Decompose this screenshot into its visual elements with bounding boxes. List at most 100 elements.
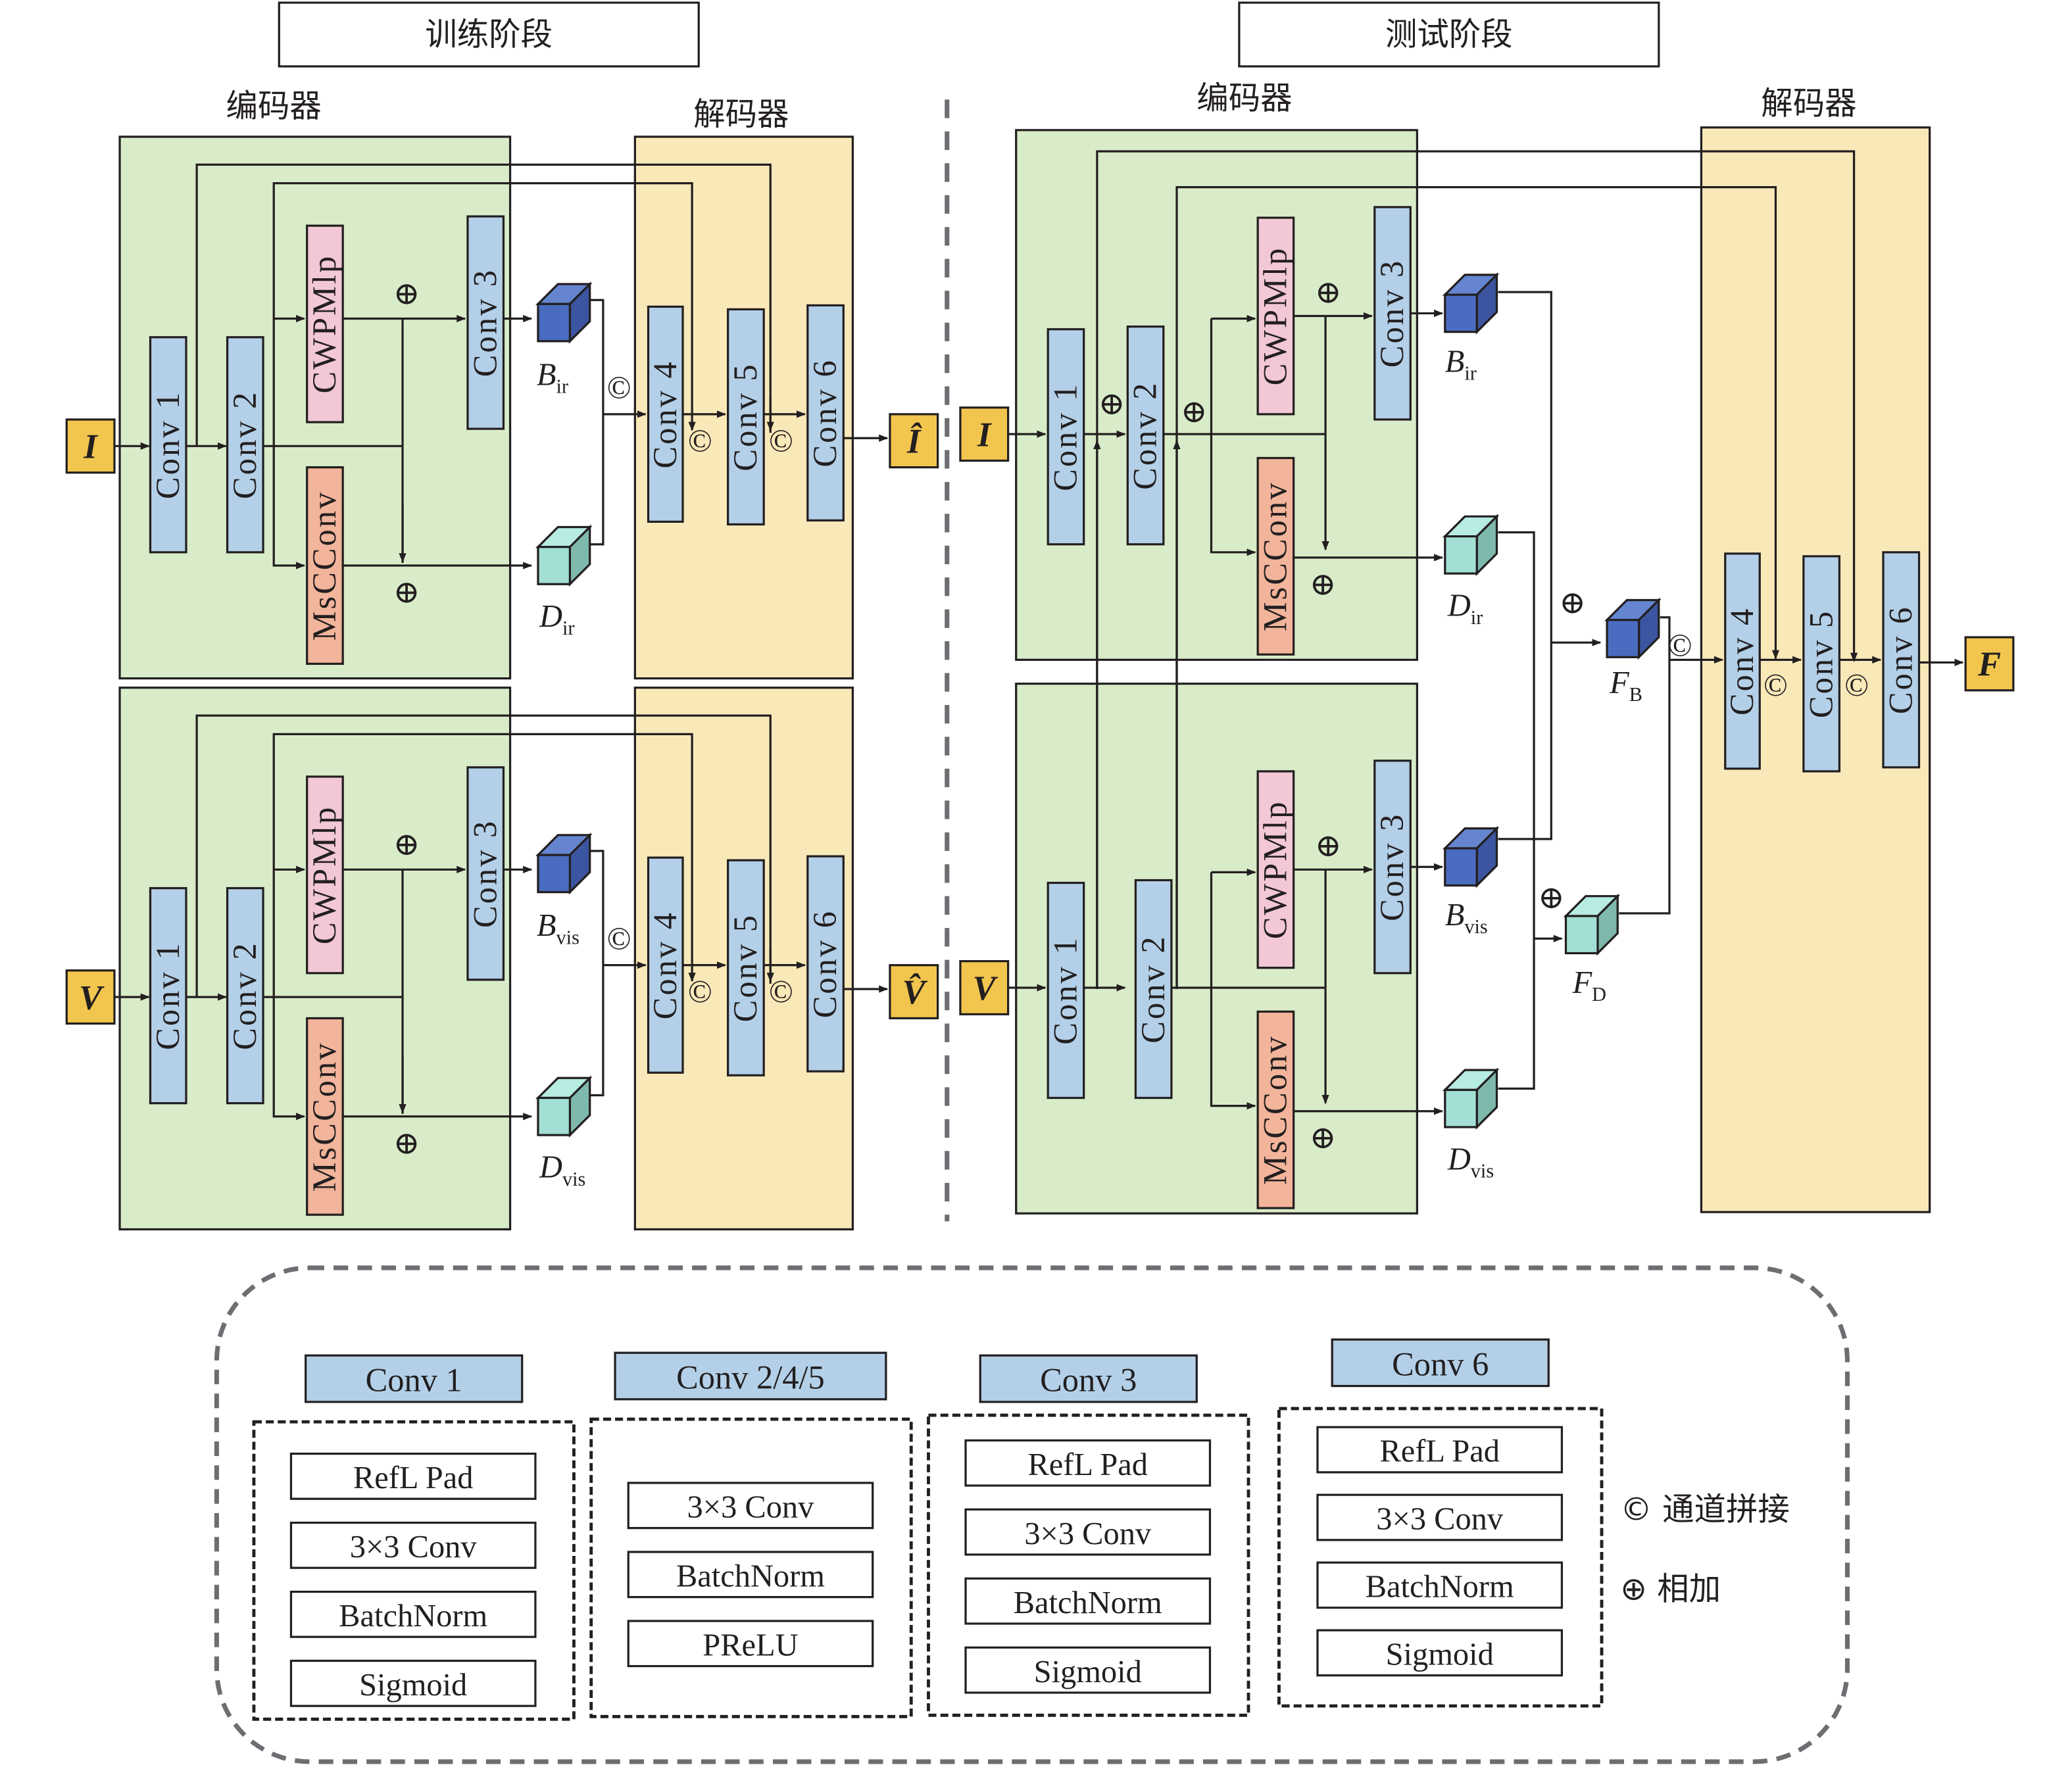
legend-layer-box (1316, 1629, 1564, 1677)
legend-layer-label: Sigmoid (1386, 1637, 1494, 1672)
train-ir-conv5: Conv 5 (727, 308, 765, 526)
test-stage-header: 测试阶段 (1238, 1, 1660, 68)
test-fused-output: F (1964, 636, 2015, 692)
train-ir-conv2-label: Conv 2 (226, 391, 263, 499)
test-ir-conv3: Conv 3 (1373, 206, 1412, 421)
train-ir-base-cube-front (537, 303, 572, 343)
train-ir-conv3-label: Conv 3 (466, 268, 503, 377)
train-ir-conv6-box (806, 304, 845, 521)
test-ir-cwpmlp-box (1256, 216, 1295, 416)
fused-base-cube-front (1606, 619, 1640, 658)
train-vis-output-box (889, 964, 939, 1020)
train-ir-conv1-label: Conv 1 (149, 391, 186, 499)
legend-layer-label: RefL Pad (353, 1461, 474, 1495)
train-ir-conv6: Conv 6 (806, 304, 845, 521)
legend-group-header (305, 1354, 524, 1403)
legend-layer-box (964, 1577, 1212, 1625)
test-ir-base-cube-front (1444, 293, 1478, 333)
test-ir-base-cube (1442, 272, 1500, 335)
train-vis-output: V̂ (889, 964, 939, 1020)
train-vis-input-box (65, 969, 116, 1025)
test-vis-conv3-label: Conv 3 (1373, 813, 1410, 921)
test-decoder-label: 解码器 (1761, 85, 1856, 122)
train-vis-conv5-box (727, 859, 765, 1077)
test-vis-cwpmlp: CWPMlp (1256, 770, 1295, 969)
test-vis-add-top: ⊕ (1315, 829, 1342, 863)
base-fusion-add: ⊕ (1559, 586, 1586, 621)
legend-group-dashed-frame (589, 1417, 913, 1718)
train-ir-detail-cube-front (537, 546, 572, 585)
test-fused-output-label: F (1977, 646, 2001, 684)
test-conv5-box (1802, 555, 1840, 773)
legend-layer-label: RefL Pad (1027, 1447, 1148, 1482)
legend-group-header (614, 1351, 887, 1401)
train-vis-conv6: Conv 6 (806, 855, 845, 1073)
test-ir-add-bottom: ⊕ (1310, 567, 1337, 602)
legend-concat-key: © 通道拼接 (1620, 1491, 1790, 1528)
test-vis-input-box (959, 959, 1010, 1015)
test-conv4-label: Conv 4 (1723, 607, 1760, 715)
test-ir-conv2-box (1126, 326, 1165, 546)
train-vis-conv1-box (149, 886, 187, 1105)
legend-layer-label: BatchNorm (1014, 1585, 1162, 1620)
legend-group-header (979, 1354, 1198, 1403)
test-vis-cwpmlp-label: CWPMlp (1257, 800, 1294, 939)
test-ir-cwpmlp: CWPMlp (1256, 216, 1295, 416)
concat-bracket (589, 850, 604, 1097)
train-vis-conv3-label: Conv 3 (466, 819, 503, 928)
test-conv5: Conv 5 (1802, 555, 1840, 773)
legend-layer-label: 3×3 Conv (1376, 1502, 1504, 1537)
legend-layer-box (1316, 1426, 1564, 1474)
train-vis-input-label: V (79, 979, 105, 1017)
train-ir-cwpmlp: CWPMlp (306, 224, 344, 424)
train-vis-concat-1: © (688, 975, 712, 1009)
test-stage-title: 测试阶段 (1385, 16, 1513, 53)
train-ir-conv3-box (466, 215, 505, 430)
train-stage-title: 训练阶段 (425, 16, 553, 53)
train-ir-add-top: ⊕ (393, 276, 420, 311)
test-concat-2: © (1844, 668, 1869, 703)
test-vis-detail-cube-front (1444, 1088, 1478, 1128)
train-vis-input: V (65, 969, 116, 1025)
test-vis-input-label: V (973, 969, 999, 1007)
train-vis-detail-cube (535, 1075, 593, 1138)
train-ir-conv1: Conv 1 (149, 336, 187, 554)
test-ir-cwpmlp-label: CWPMlp (1257, 247, 1294, 386)
train-ir-cwpmlp-box (306, 224, 344, 424)
train-ir-detail-cube (535, 524, 593, 587)
legend-border (214, 1265, 1850, 1764)
legend-layer-label: Sigmoid (359, 1668, 467, 1703)
train-vis-cwpmlp-label: CWPMlp (306, 806, 343, 945)
train-ir-conv2-box (226, 336, 264, 554)
legend-layer-box (627, 1551, 874, 1599)
train-vis-msconv-box (306, 1017, 344, 1216)
train-vis-conv4-label: Conv 4 (647, 911, 683, 1019)
to-msconv-arrow (272, 997, 306, 1121)
test-ir-conv1-label: Conv 1 (1047, 383, 1084, 491)
legend-layer-label: BatchNorm (339, 1599, 487, 1634)
train-vis-output-label: V̂ (902, 973, 928, 1012)
test-vis-cwpmlp-box (1256, 770, 1295, 969)
test-vis-conv3-box (1373, 760, 1412, 975)
fused-detail-label: FD (1572, 965, 1606, 1005)
train-vis-add-bottom: ⊕ (393, 1126, 420, 1161)
test-ir-conv3-label: Conv 3 (1373, 259, 1410, 368)
train-ir-conv2: Conv 2 (226, 336, 264, 554)
test-vis-conv1-box (1047, 881, 1085, 1100)
skip-line-conv2 (272, 733, 696, 998)
legend-group-header (1331, 1338, 1550, 1388)
train-encoder-label: 编码器 (226, 88, 322, 125)
train-ir-input-label: I (83, 427, 98, 466)
train-ir-output-box (889, 413, 939, 469)
legend-group-dashed-frame (927, 1413, 1250, 1717)
test-vis-msconv: MsCConv (1256, 1010, 1295, 1209)
test-vis-msconv-label: MsCConv (1257, 1034, 1294, 1185)
test-vis-conv1-label: Conv 1 (1047, 936, 1084, 1044)
train-vis-conv4: Conv 4 (647, 856, 684, 1074)
test-ir-conv3-box (1373, 206, 1412, 421)
train-ir-cwpmlp-label: CWPMlp (306, 254, 343, 394)
legend-group-title: Conv 3 (1040, 1362, 1137, 1399)
